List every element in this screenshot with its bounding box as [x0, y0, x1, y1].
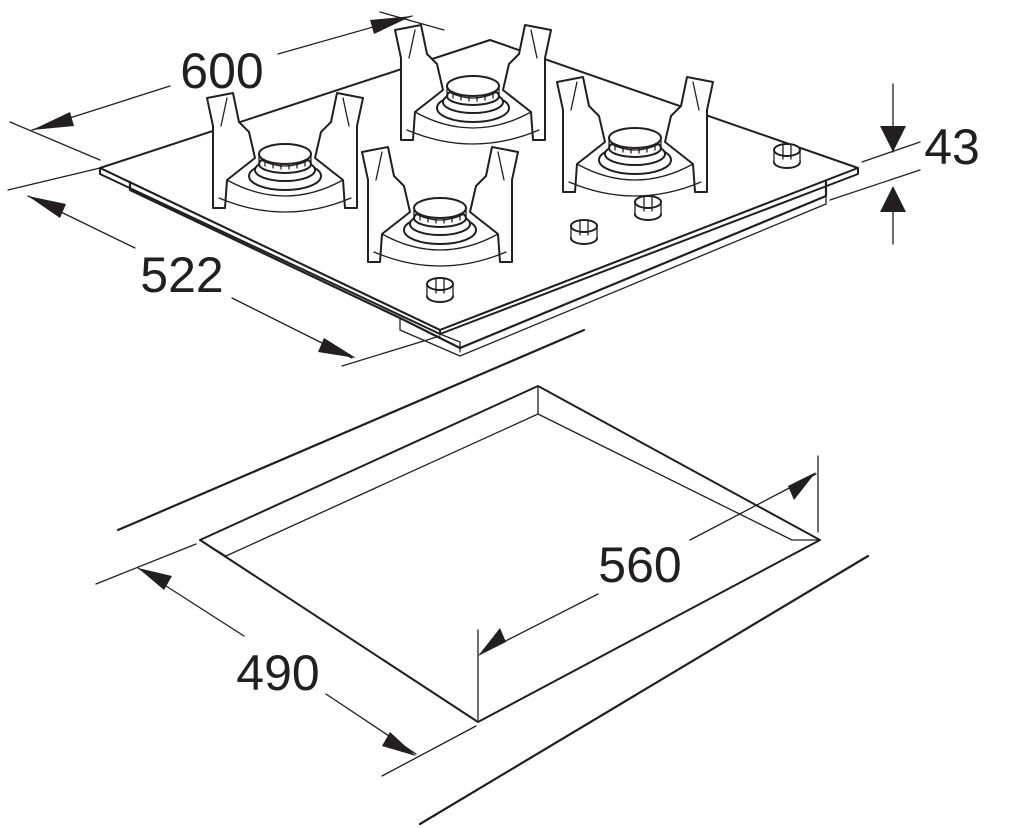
arrow-head: [880, 186, 906, 212]
arrow-head: [478, 628, 506, 656]
hob-base: [128, 180, 828, 350]
arrow-head: [32, 112, 74, 130]
dimension-hob-depth: 522: [7, 167, 441, 367]
control-knob: [773, 143, 801, 169]
dimension-cutout-width: 560: [477, 455, 819, 721]
control-knob: [426, 277, 454, 303]
arrow-head: [880, 126, 906, 152]
arrow-head: [788, 472, 816, 500]
dimension-hob-width: 600: [9, 11, 445, 161]
dimension-label: 560: [598, 537, 681, 593]
dimension-label: 43: [924, 119, 980, 175]
arrow-head: [318, 338, 356, 358]
control-knob: [634, 195, 662, 221]
dimension-hob-height: 43: [829, 83, 980, 245]
dimension-label: 490: [236, 645, 319, 701]
arrow-head: [138, 568, 172, 590]
dimension-cutout-depth: 490: [95, 543, 477, 777]
dimension-label: 522: [140, 247, 223, 303]
arrow-head: [382, 732, 416, 756]
control-knob: [570, 219, 598, 245]
arrow-head: [28, 196, 66, 218]
worktop-cutout: [116, 328, 870, 826]
arrow-head: [370, 16, 412, 34]
dimension-label: 600: [180, 43, 263, 99]
